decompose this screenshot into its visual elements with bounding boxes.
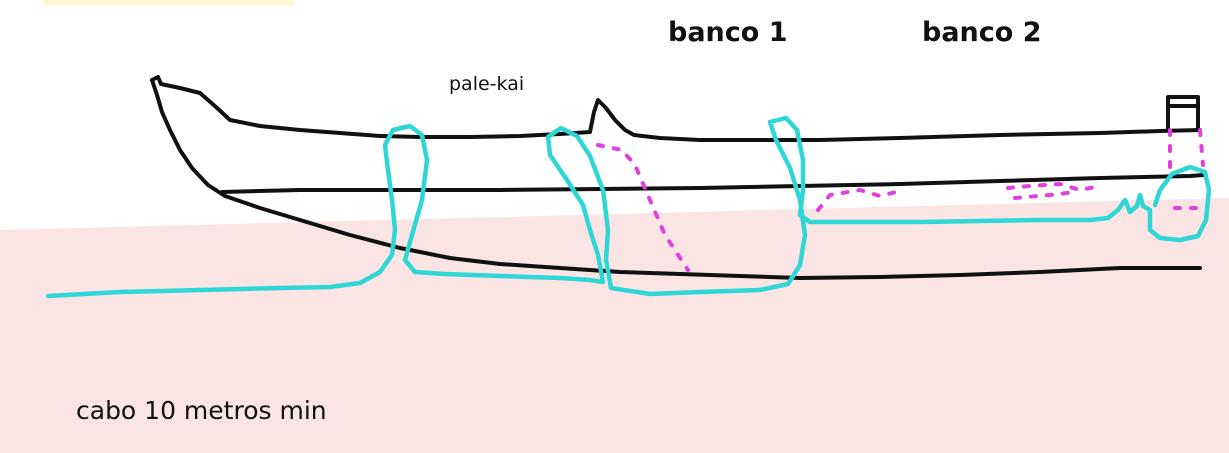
bench-2-label: banco 2	[922, 17, 1042, 48]
hull-bow-line	[152, 80, 225, 196]
dotted-line-bench-2	[1008, 184, 1100, 198]
hull-keel-line	[225, 196, 1200, 278]
stern-bracket	[1168, 97, 1198, 128]
dotted-line-bench-1	[818, 190, 904, 210]
rope-main-line	[48, 118, 1209, 296]
hull-top-line	[152, 77, 1200, 140]
bench-1-label: banco 1	[668, 17, 788, 48]
pale-kai-label: pale-kai	[449, 73, 524, 95]
dotted-line-diagonal	[598, 145, 688, 270]
rope-length-note: cabo 10 metros min	[76, 396, 327, 425]
